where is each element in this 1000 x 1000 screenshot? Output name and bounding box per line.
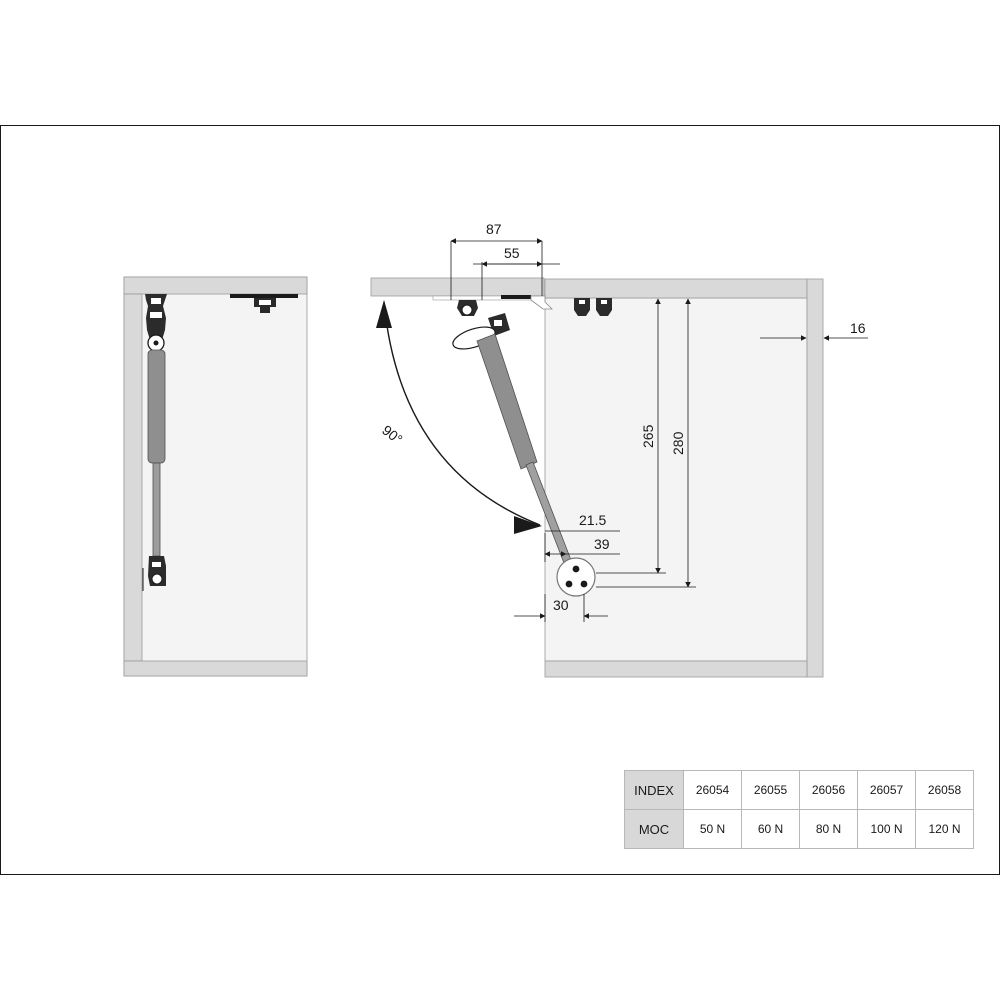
left-lower-fitting [142, 556, 166, 591]
dim-39-label: 39 [594, 536, 610, 552]
force-header: MOC [624, 809, 684, 849]
dim-30-label: 30 [553, 597, 569, 613]
angle-90-label: 90° [379, 422, 406, 448]
right-cabinet-top-panel [544, 278, 808, 299]
left-top-bracket [230, 294, 298, 313]
left-upper-fitting [145, 294, 167, 352]
left-cabinet-view [123, 276, 308, 677]
left-gas-strut [147, 349, 166, 557]
right-cabinet-bottom-panel [544, 660, 808, 678]
left-cabinet-bottom-panel [123, 660, 308, 677]
index-header: INDEX [624, 770, 684, 810]
flap-fitting [452, 300, 510, 350]
dim-55-label: 55 [504, 245, 520, 261]
force-row: MOC 50 N 60 N 80 N 100 N 120 N [624, 809, 974, 849]
dimension-lines [450, 238, 868, 622]
dim-16-label: 16 [850, 320, 866, 336]
dim-280-label: 280 [670, 431, 686, 455]
force-cell: 120 N [915, 809, 974, 849]
right-cabinet-side-panel [806, 278, 824, 678]
swing-arrow-bottom [514, 516, 542, 534]
index-cell: 26056 [799, 770, 858, 810]
lower-mount [556, 557, 596, 597]
force-cell: 80 N [799, 809, 858, 849]
spec-table: INDEX 26054 26055 26056 26057 26058 MOC … [624, 770, 974, 849]
force-cell: 50 N [683, 809, 742, 849]
hinge-bumpers [574, 298, 612, 316]
index-cell: 26058 [915, 770, 974, 810]
dim-21-5-label: 21.5 [579, 512, 606, 528]
force-cell: 60 N [741, 809, 800, 849]
index-cell: 26057 [857, 770, 916, 810]
swing-arc [383, 301, 541, 526]
index-cell: 26055 [741, 770, 800, 810]
dim-87-label: 87 [486, 221, 502, 237]
left-cabinet-side-panel [123, 293, 143, 662]
open-flap-panel [370, 277, 545, 297]
dim-265-label: 265 [640, 424, 656, 448]
force-cell: 100 N [857, 809, 916, 849]
swing-arrow-top [376, 300, 392, 328]
index-row: INDEX 26054 26055 26056 26057 26058 [624, 770, 974, 810]
index-cell: 26054 [683, 770, 742, 810]
left-cabinet-top-panel [123, 276, 308, 295]
right-cabinet-view [370, 277, 824, 678]
